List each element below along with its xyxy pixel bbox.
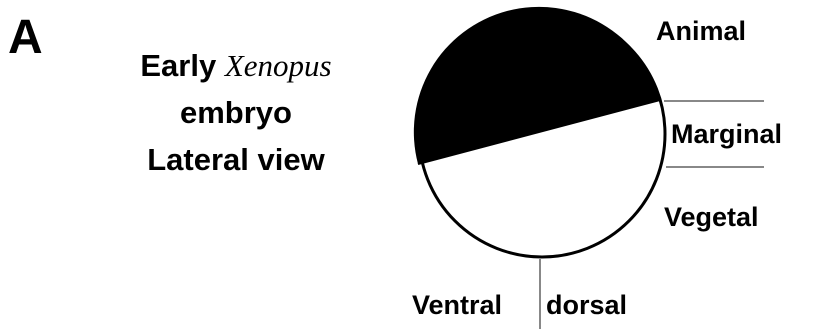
vegetal-label: Vegetal — [664, 204, 759, 231]
ventral-label: Ventral — [412, 292, 502, 319]
marginal-label: Marginal — [671, 121, 782, 148]
dorsal-label: dorsal — [546, 292, 627, 319]
animal-label: Animal — [656, 18, 746, 45]
